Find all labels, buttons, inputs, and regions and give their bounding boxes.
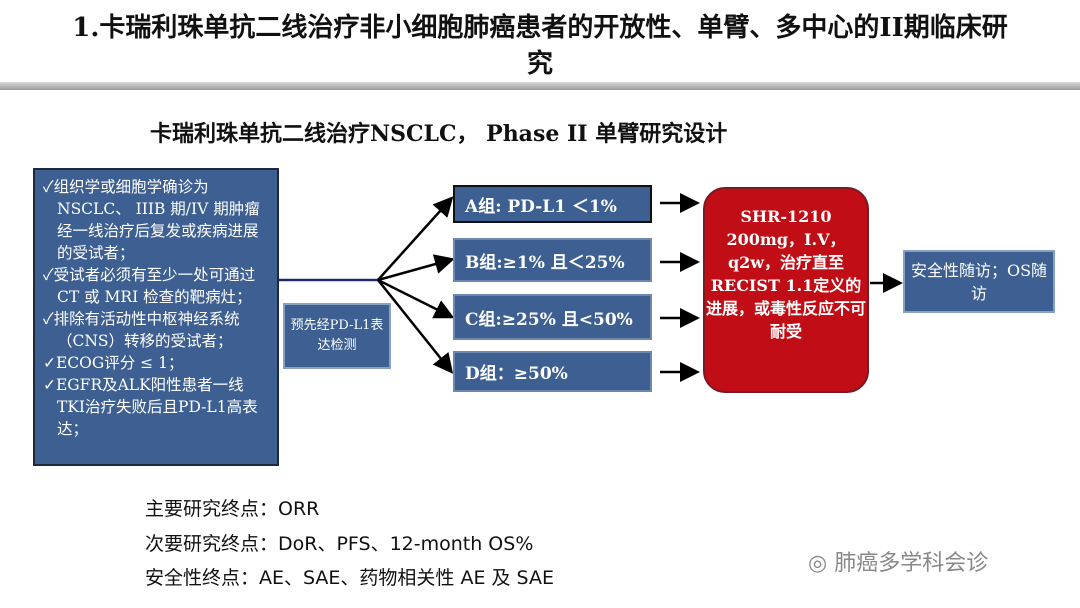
followup-box: 安全性随访；OS随访 [903, 250, 1055, 313]
criterion: ✓组织学或细胞学确诊为NSCLC、 IIIB 期/IV 期肿瘤经一线治疗后复发或… [43, 178, 260, 262]
criterion: ✓排除有活动性中枢神经系统（CNS）转移的受试者； [43, 310, 240, 350]
criterion: ✓受试者必须有至少一处可通过 CT 或 MRI 检查的靶病灶； [43, 266, 256, 306]
page-title: 1.卡瑞利珠单抗二线治疗非小细胞肺癌患者的开放性、单臂、多中心的II期临床研究 [72, 13, 1008, 79]
title-divider [0, 82, 1080, 90]
safety-endpoint: 安全性终点：AE、SAE、药物相关性 AE 及 SAE [145, 567, 554, 589]
pdl1-test-box: 预先经PD-L1表达检测 [283, 303, 391, 369]
inclusion-criteria-box: ✓组织学或细胞学确诊为NSCLC、 IIIB 期/IV 期肿瘤经一线治疗后复发或… [33, 168, 279, 466]
group-b-box: B组:≥1% 且＜25% [453, 238, 652, 282]
primary-endpoint: 主要研究终点：ORR [145, 498, 320, 520]
wechat-icon: ◎ [808, 551, 835, 576]
group-d-box: D组：≥50% [453, 351, 652, 392]
group-c-box: C组:≥25% 且<50% [453, 294, 652, 340]
criterion: ✓ECOG评分 ≤ 1； [43, 354, 184, 372]
secondary-endpoint: 次要研究终点：DoR、PFS、12-month OS% [145, 533, 534, 555]
criterion: ✓EGFR及ALK阳性患者一线TKI治疗失败后且PD-L1高表达； [43, 376, 258, 438]
watermark: ◎ 肺癌多学科会诊 [808, 551, 989, 576]
subtitle: 卡瑞利珠单抗二线治疗NSCLC， Phase II 单臂研究设计 [150, 121, 728, 147]
group-a-box: A组: PD-L1 ＜1% [453, 185, 652, 223]
treatment-box: SHR-1210 200mg，I.V，q2w，治疗直至RECIST 1.1定义的… [703, 187, 869, 393]
